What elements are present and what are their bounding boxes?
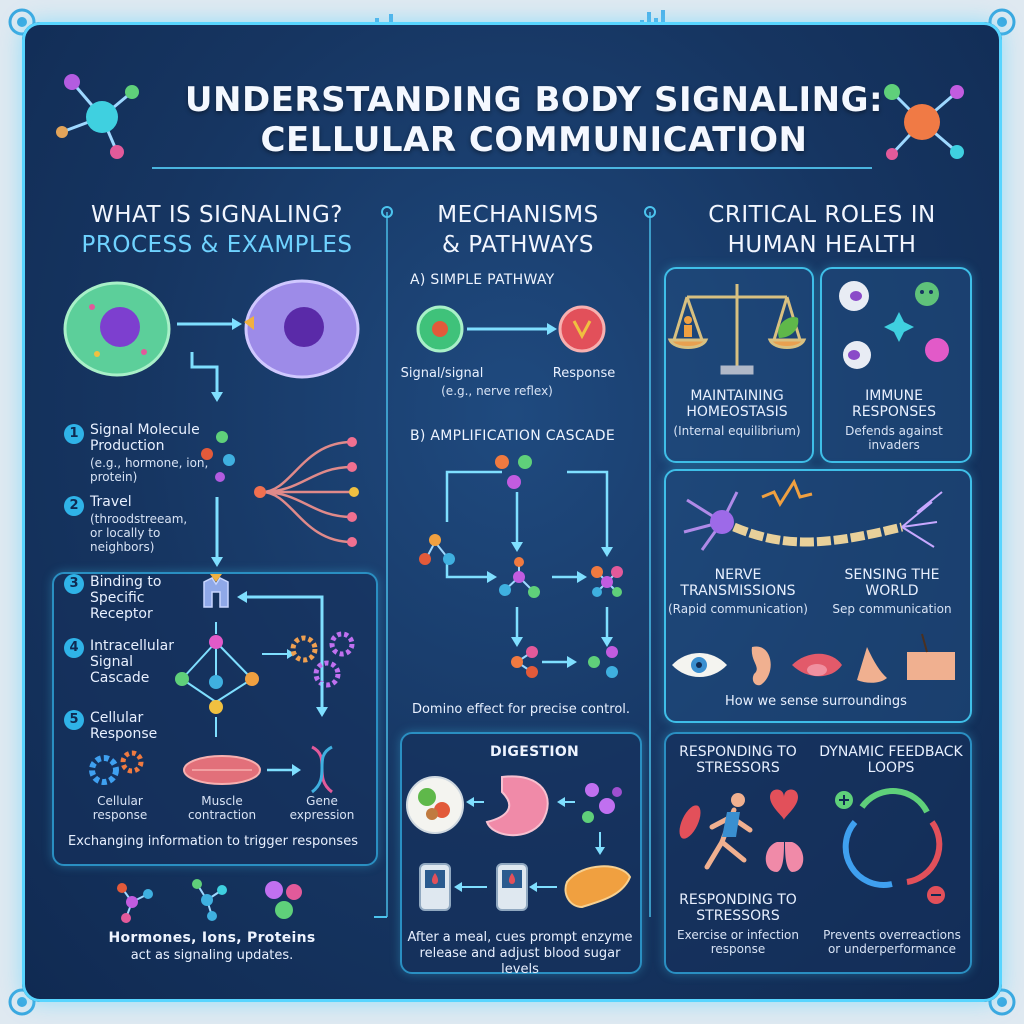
- nerve-note: (Rapid communication): [668, 602, 808, 616]
- digestion-illustration: [406, 775, 632, 911]
- immune-title: IMMUNE RESPONSES: [851, 388, 936, 420]
- right-molecule-icon: [884, 84, 964, 160]
- muscle-fiber-icon: [679, 805, 701, 839]
- homeostasis-title: MAINTAINING HOMEOSTASIS: [686, 388, 788, 420]
- col2-heading-line-2: & PATHWAYS: [441, 232, 595, 258]
- col1-cascade-illustration: [89, 574, 355, 794]
- step-1-title: Signal Molecule Production: [90, 422, 200, 454]
- muscle-icon: [183, 755, 261, 785]
- col1-illustrations: [63, 279, 360, 567]
- col1-bottom-line-1: Hormones, Ions, Proteins: [108, 930, 316, 946]
- skin-icon: [907, 633, 955, 680]
- nose-icon: [857, 647, 887, 683]
- stress-title: RESPONDING TO STRESSORS: [679, 744, 797, 776]
- response-muscle: Muscle contraction: [187, 794, 257, 822]
- title-line-1: UNDERSTANDING BODY SIGNALING:: [184, 80, 884, 120]
- simple-pathway-title: A) SIMPLE PATHWAY: [410, 272, 555, 288]
- homeostasis-note: (Internal equilibrium): [673, 424, 801, 438]
- response-gene: Gene expression: [289, 794, 355, 822]
- col1-heading: WHAT IS SIGNALING?: [90, 202, 344, 228]
- step-2-badge: 2: [64, 496, 84, 516]
- immune-note: Defends against invaders: [845, 424, 943, 452]
- lightning-icon: [761, 478, 813, 508]
- eye-icon: [672, 653, 727, 677]
- digestion-panel: [400, 732, 642, 974]
- cascade-caption: Domino effect for precise control.: [411, 702, 631, 717]
- gears-icon: [290, 631, 355, 688]
- mouth-icon: [792, 653, 842, 677]
- step-4-title: Intracellular Signal Cascade: [90, 638, 175, 686]
- step-5-title: Cellular Response: [90, 710, 158, 742]
- digestion-title: DIGESTION: [490, 744, 580, 760]
- receptor-icon: [203, 574, 229, 608]
- col3-heading-line-1: CRITICAL ROLES IN: [708, 202, 936, 228]
- sensing-title: SENSING THE WORLD: [844, 567, 940, 599]
- meal-plate-icon: [406, 776, 464, 834]
- amplification-cascade-illustration: [419, 455, 623, 678]
- cascade-title: B) AMPLIFICATION CASCADE: [410, 428, 616, 444]
- stomach-icon: [485, 775, 549, 837]
- left-molecule-icon: [56, 74, 139, 159]
- lungs-icon: [765, 842, 804, 872]
- sensing-note: Sep communication: [832, 602, 952, 616]
- feedback-loop-icon: [842, 788, 943, 888]
- cellular-response-gear-icon: [89, 750, 144, 785]
- step-4-badge: 4: [64, 638, 84, 658]
- feedback-title: DYNAMIC FEEDBACK LOOPS: [819, 744, 963, 776]
- simple-signal-label: Signal/signal: [400, 366, 484, 381]
- step-5-badge: 5: [64, 710, 84, 730]
- senses-caption: How we sense surroundings: [725, 694, 907, 709]
- response-cellular: Cellular response: [92, 794, 148, 822]
- pancreas-icon: [564, 865, 632, 909]
- simple-response-label: Response: [552, 366, 616, 381]
- step-3-title: Binding to Specific Receptor: [90, 574, 162, 622]
- nerve-illustration: [683, 478, 943, 551]
- col1-subheading: PROCESS & EXAMPLES: [81, 232, 353, 258]
- ear-icon: [751, 646, 771, 686]
- senses-icons: [672, 633, 955, 686]
- simple-pathway-illustration: [416, 305, 606, 353]
- feedback-note: Prevents overreactions or underperforman…: [823, 928, 961, 956]
- title-line-2: CELLULAR COMMUNICATION: [260, 120, 808, 160]
- nerve-title: NERVE TRANSMISSIONS: [680, 567, 796, 599]
- step-2-detail: (throodstreeam, or locally to neighbors): [90, 512, 188, 554]
- sender-cell-icon: [63, 281, 171, 377]
- step-1-detail: (e.g., hormone, ion, protein): [90, 456, 209, 484]
- col3-bottom-illustrations: [679, 788, 945, 904]
- col1-caption: Exchanging information to trigger respon…: [68, 834, 358, 849]
- leaf-icon: [778, 316, 799, 338]
- receiver-cell-icon: [244, 279, 360, 379]
- simple-note: (e.g., nerve reflex): [441, 384, 553, 398]
- person-icon: [684, 316, 692, 337]
- col1-bottom-molecules: [117, 879, 387, 923]
- infographic-frame: UNDERSTANDING BODY SIGNALING: CELLULAR C…: [22, 22, 1002, 1002]
- stress-subtitle: RESPONDING TO STRESSORS: [679, 892, 797, 924]
- heart-icon: [770, 789, 798, 820]
- stress-note: Exercise or infection response: [677, 928, 799, 956]
- step-1-badge: 1: [64, 424, 84, 444]
- dna-icon: [311, 745, 333, 794]
- glucose-meter-icon: [419, 863, 528, 911]
- frame-decor: [56, 74, 964, 917]
- col2-heading-line-1: MECHANISMS: [437, 202, 599, 228]
- col3-top-illustrations: [667, 281, 949, 375]
- immune-cells-icon: [839, 281, 949, 369]
- step-2-title: Travel: [90, 494, 132, 510]
- step-3-badge: 3: [64, 574, 84, 594]
- col1-bottom-line-2: act as signaling updates.: [130, 948, 294, 963]
- digestion-caption: After a meal, cues prompt enzyme release…: [407, 930, 633, 977]
- col3-heading-line-2: HUMAN HEALTH: [727, 232, 917, 258]
